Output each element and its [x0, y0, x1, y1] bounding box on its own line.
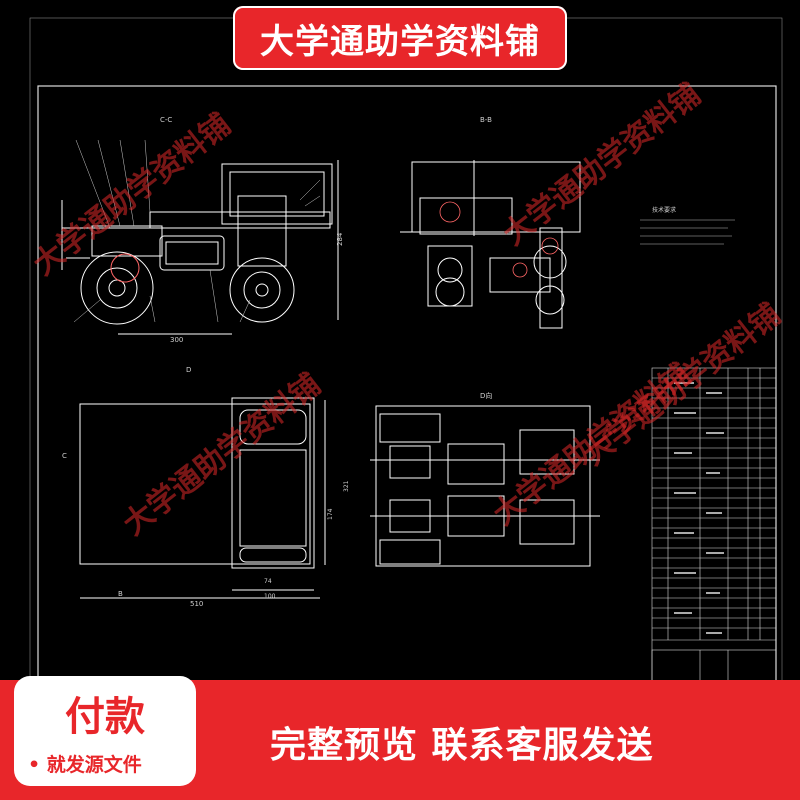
dim-left-width: 300 — [170, 336, 183, 344]
parts-list-table — [651, 367, 777, 685]
preview-contact-text: 完整预览 联系客服发送 — [270, 725, 654, 766]
tech-requirements-title: 技术要求 — [652, 206, 676, 214]
dim-plan-width: 510 — [190, 600, 203, 608]
payment-subtitle: • 就发源文件 — [28, 754, 142, 776]
view-d-label: D向 — [480, 391, 492, 400]
view-cc — [61, 160, 339, 335]
view-cc-label: C-C — [160, 116, 172, 124]
dim-plan-inner: 174 — [327, 508, 334, 520]
section-mark-c: C — [62, 452, 67, 460]
dim-left-height: 284 — [336, 232, 344, 246]
view-plan — [79, 397, 326, 599]
top-banner: 大学通助学资料铺 — [233, 6, 567, 70]
view-d — [370, 405, 600, 567]
payment-card[interactable]: 付款 • 就发源文件 — [14, 676, 196, 786]
payment-title: 付款 — [65, 694, 145, 740]
view-bb — [400, 160, 581, 329]
banner-title: 大学通助学资料铺 — [260, 21, 540, 62]
section-mark-b: B — [118, 590, 123, 598]
view-bb-label: B-B — [480, 116, 492, 124]
section-mark-d: D — [186, 366, 191, 374]
dim-inner-small: 74 — [264, 578, 272, 585]
dim-inner-width: 100 — [264, 593, 276, 600]
dim-plan-height: 321 — [343, 480, 350, 492]
